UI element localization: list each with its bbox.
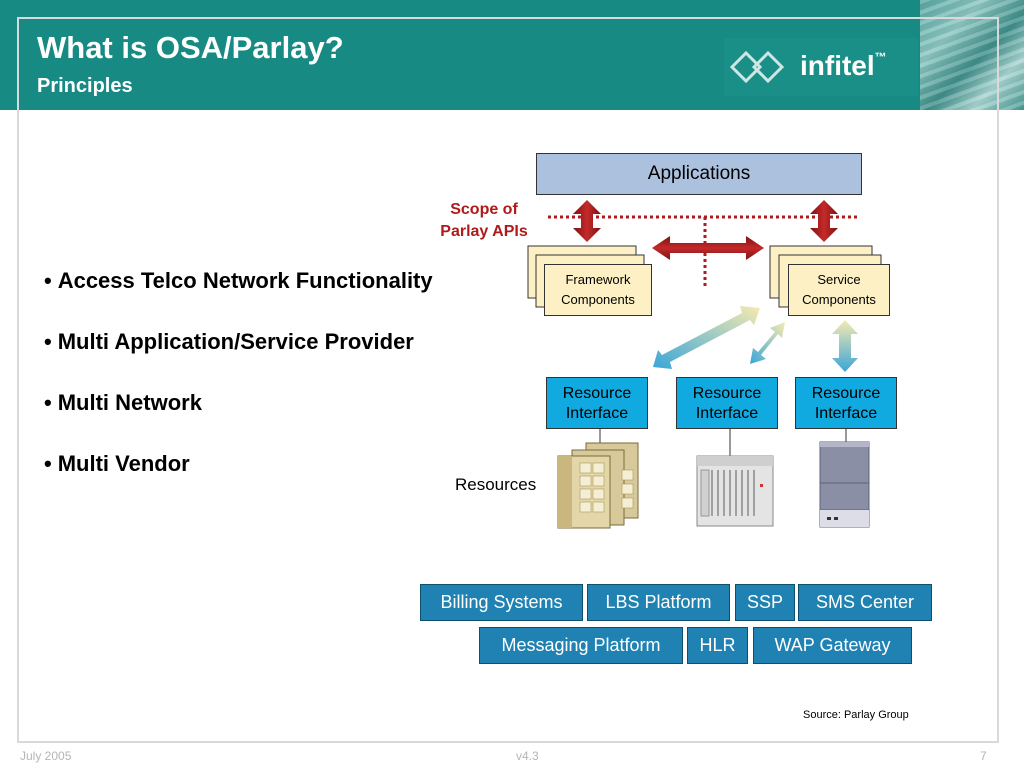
bullet-item: •Multi Application/Service Provider xyxy=(44,329,414,354)
logo-tm: ™ xyxy=(874,50,887,64)
slide-frame xyxy=(17,17,999,743)
platform-messaging: Messaging Platform xyxy=(479,627,683,664)
bullet-list: •Access Telco Network Functionality •Mul… xyxy=(44,268,433,512)
platform-hlr: HLR xyxy=(687,627,748,664)
slide-title: What is OSA/Parlay? xyxy=(37,30,344,65)
resources-label: Resources xyxy=(455,475,537,494)
red-horizontal-double-arrow xyxy=(652,236,764,260)
resource-interface-2: Resource Interface xyxy=(676,377,778,429)
switch-cabinet-icon xyxy=(557,442,639,529)
logo-word: infitel xyxy=(800,50,875,81)
scope-label-line1: Scope of xyxy=(450,201,518,218)
platform-lbs: LBS Platform xyxy=(587,584,730,621)
platform-ssp: SSP xyxy=(735,584,795,621)
applications-box: Applications xyxy=(536,153,862,195)
resource-interface-line2: Interface xyxy=(565,405,629,422)
platform-sms-center: SMS Center xyxy=(798,584,932,621)
bullet-item: •Access Telco Network Functionality xyxy=(44,268,433,293)
source-note: Source: Parlay Group xyxy=(803,709,909,721)
bullet-text: Multi Application/Service Provider xyxy=(57,329,414,354)
service-line2: Components xyxy=(802,292,876,307)
cabinet-icon xyxy=(819,441,870,528)
service-components-card: Service Components xyxy=(788,264,890,316)
service-line1: Service xyxy=(817,272,861,287)
resource-interface-1: Resource Interface xyxy=(546,377,648,429)
blue-arrow-service-resource xyxy=(750,322,785,364)
bullet-item: •Multi Vendor xyxy=(44,451,190,476)
infitel-logo xyxy=(724,38,918,96)
red-double-arrow-right xyxy=(810,200,838,242)
resource-interface-line1: Resource xyxy=(562,385,632,402)
scope-label: Scope of Parlay APIs xyxy=(434,199,534,243)
resource-interface-line1: Resource xyxy=(692,385,762,402)
red-double-arrow-left xyxy=(573,200,601,242)
applications-label: Applications xyxy=(647,163,751,184)
footer-version: v4.3 xyxy=(516,749,539,763)
resource-interface-3: Resource Interface xyxy=(795,377,897,429)
slide-subtitle: Principles xyxy=(37,75,133,97)
resource-interface-line1: Resource xyxy=(811,385,881,402)
bullet-item: •Multi Network xyxy=(44,390,202,415)
platform-billing-systems: Billing Systems xyxy=(420,584,583,621)
logo-mark-icon xyxy=(729,50,785,84)
blue-arrow-service-resource-vertical xyxy=(832,320,858,372)
scope-label-line2: Parlay APIs xyxy=(440,223,528,240)
footer-page-number: 7 xyxy=(980,749,987,763)
bullet-text: Multi Vendor xyxy=(57,451,190,476)
framework-line2: Components xyxy=(561,292,635,307)
logo-text: infitel™ xyxy=(800,50,887,82)
blue-arrow-framework-resource xyxy=(653,306,760,369)
platform-wap-gateway: WAP Gateway xyxy=(753,627,912,664)
resource-interface-line2: Interface xyxy=(695,405,759,422)
server-chassis-icon xyxy=(696,455,774,527)
framework-components-card: Framework Components xyxy=(544,264,652,316)
framework-line1: Framework xyxy=(565,272,631,287)
resource-interface-line2: Interface xyxy=(814,405,878,422)
bullet-text: Multi Network xyxy=(57,390,202,415)
bullet-text: Access Telco Network Functionality xyxy=(57,268,433,293)
footer-date: July 2005 xyxy=(20,749,72,763)
